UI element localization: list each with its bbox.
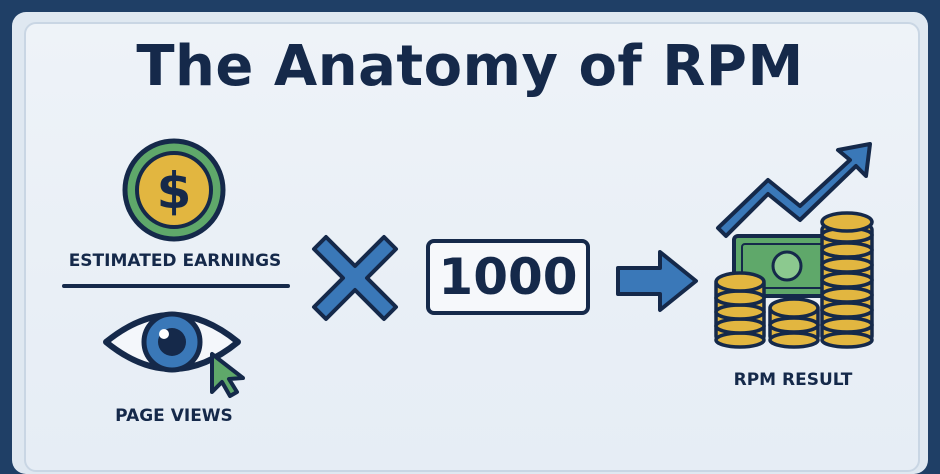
page-views-label: PAGE VIEWS: [115, 406, 233, 426]
arrow-right-icon: [616, 250, 698, 312]
eye-cursor-icon: [103, 311, 245, 398]
multiplier-box: 1000: [426, 239, 590, 315]
multiply-icon: [312, 235, 398, 321]
dollar-coin-icon: $: [122, 138, 226, 242]
multiplier-value: 1000: [438, 248, 578, 306]
estimated-earnings-label: ESTIMATED EARNINGS: [68, 251, 282, 271]
rpm-result-label: RPM RESULT: [733, 370, 853, 390]
money-growth-icon: [714, 142, 874, 349]
fraction-divider: [62, 284, 290, 288]
page-title: The Anatomy of RPM: [136, 34, 804, 99]
svg-text:$: $: [157, 162, 192, 220]
